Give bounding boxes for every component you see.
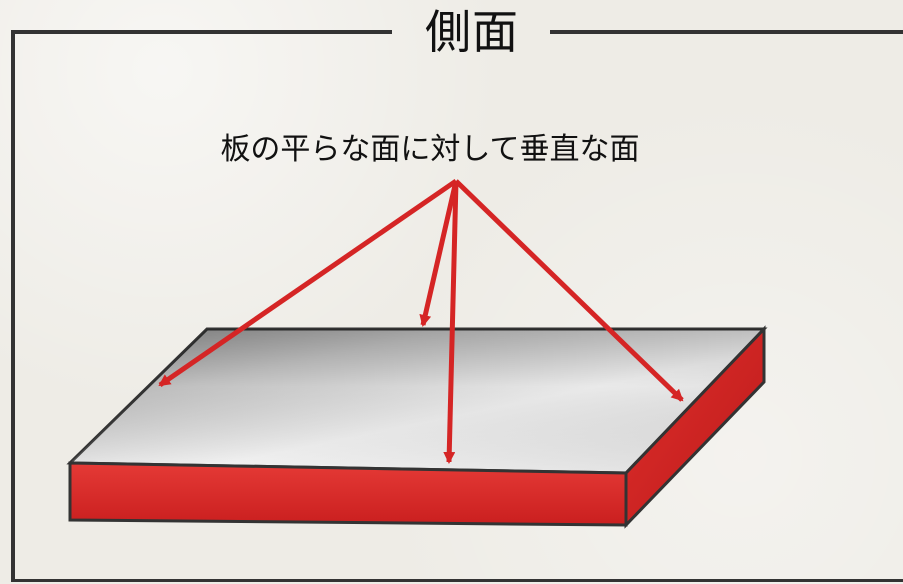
arrow-to-left-edge xyxy=(158,178,458,388)
frame-top-left-border xyxy=(11,30,392,34)
face-description-label: 板の平らな面に対して垂直な面 xyxy=(220,132,640,167)
frame-top-right-border xyxy=(550,30,903,34)
arrows-group xyxy=(158,178,684,464)
frame-bottom-border xyxy=(11,579,903,582)
diagram-title: 側面 xyxy=(425,5,519,59)
arrow-to-front-edge xyxy=(443,180,459,464)
frame-left-border xyxy=(11,30,15,580)
board-top-face-shading xyxy=(70,329,764,473)
board-right-face xyxy=(624,325,766,529)
board-shape xyxy=(66,325,768,529)
arrow-to-right-edge xyxy=(454,179,684,402)
board-front-face xyxy=(68,461,628,527)
arrow-to-back-edge xyxy=(419,180,459,327)
